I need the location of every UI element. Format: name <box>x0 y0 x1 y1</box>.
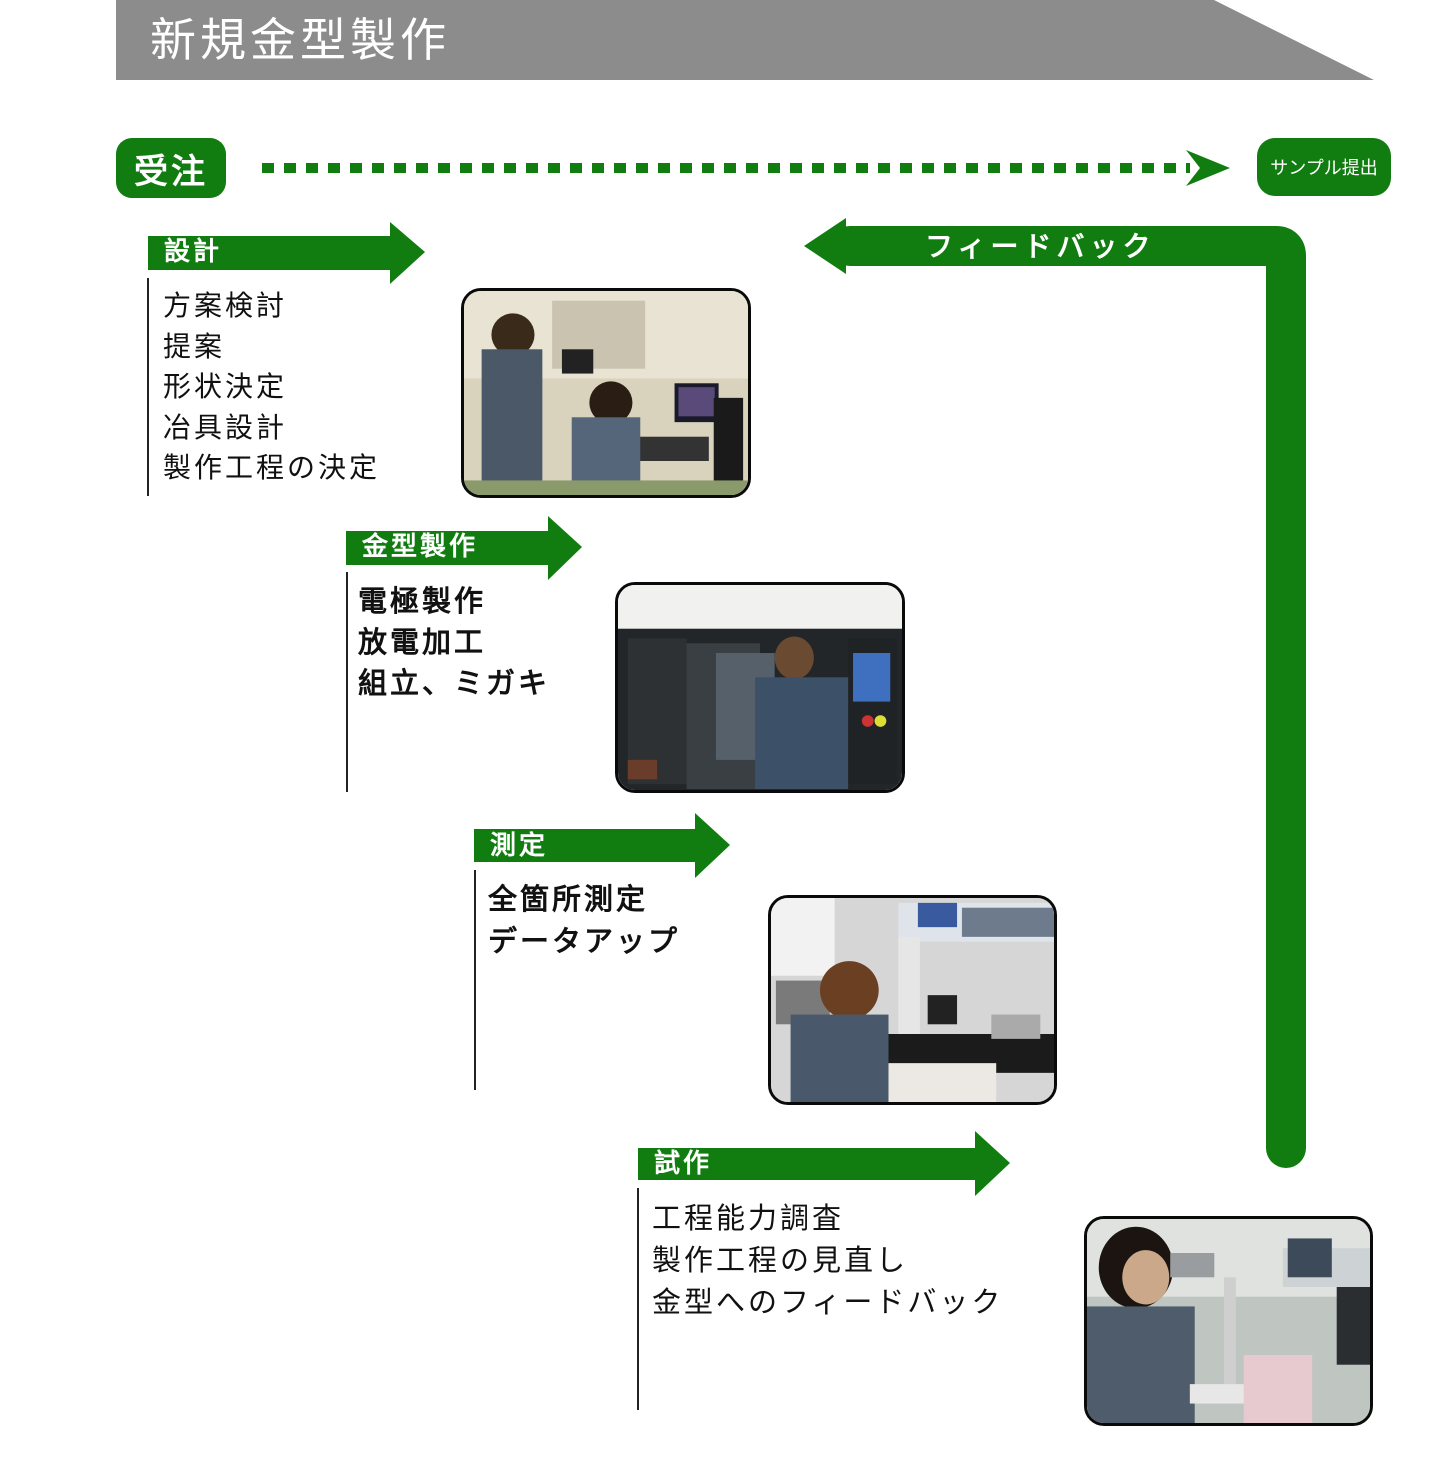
list-item: 工程能力調査 <box>652 1201 845 1235</box>
header-banner <box>116 0 1374 80</box>
order-received-pill: 受注 <box>116 138 226 198</box>
microscope-inspection-photo <box>1084 1216 1373 1426</box>
list-item: 放電加工 <box>358 625 487 659</box>
design-office-photo <box>461 288 751 498</box>
list-item: 組立、ミガキ <box>358 666 551 700</box>
list-item: 冶具設計 <box>163 410 288 444</box>
step-arrow-trial <box>638 1131 1010 1196</box>
trial-task-list: 工程能力調査 製作工程の見直し 金型へのフィードバック <box>652 1197 1003 1323</box>
step-label-trial: 試作 <box>654 1149 713 1179</box>
measure-task-list: 全箇所測定 データアップ <box>488 878 680 962</box>
step-label-design: 設計 <box>164 237 223 267</box>
list-item: 製作工程の見直し <box>652 1243 909 1277</box>
page-title: 新規金型製作 <box>150 13 450 67</box>
design-task-list: 方案検討 提案 形状決定 冶具設計 製作工程の決定 <box>163 286 380 489</box>
feedback-arrowhead-icon <box>804 218 846 274</box>
list-item: 形状決定 <box>163 370 288 403</box>
flow-arrowhead-icon <box>1186 150 1230 186</box>
list-item: 方案検討 <box>163 289 288 322</box>
step-arrow-measure <box>474 813 730 878</box>
step-arrow-design <box>148 222 425 284</box>
step-label-measure: 測定 <box>490 831 549 861</box>
list-item: 全箇所測定 <box>488 882 649 916</box>
list-item: 提案 <box>163 329 226 363</box>
list-item: 金型へのフィードバック <box>652 1285 1004 1319</box>
measurement-machine-photo <box>768 895 1057 1105</box>
step-label-mold: 金型製作 <box>362 532 479 562</box>
mold-task-list: 電極製作 放電加工 組立、ミガキ <box>358 581 550 704</box>
machining-center-photo <box>615 582 905 793</box>
list-item: 電極製作 <box>358 584 487 618</box>
feedback-path <box>830 226 1306 1168</box>
step-arrow-mold <box>346 516 582 580</box>
feedback-label: フィードバック <box>925 230 1156 263</box>
list-item: データアップ <box>488 924 681 958</box>
list-item: 製作工程の決定 <box>163 451 381 484</box>
sample-submission-pill: サンプル提出 <box>1257 138 1391 196</box>
